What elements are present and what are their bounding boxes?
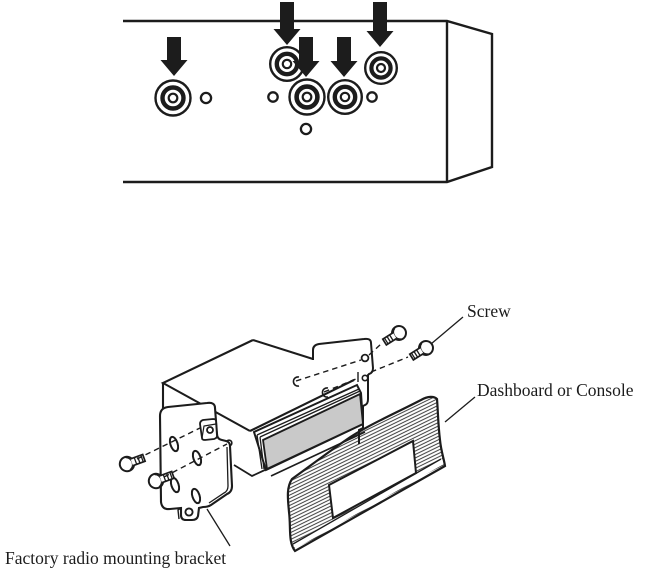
bracket-fold-line	[208, 446, 229, 504]
rear-panel-outline	[123, 19, 494, 184]
dashboard-label: Dashboard or Console	[477, 380, 634, 400]
faceplate-front	[262, 392, 364, 471]
ear-hole	[360, 353, 370, 363]
rca-jack-1	[154, 79, 192, 117]
dashboard-leader-line	[444, 396, 476, 423]
rca-jack-4	[327, 78, 364, 115]
unit-hole-mark-2	[321, 387, 329, 398]
rear-panel-diagram	[123, 2, 494, 184]
arrow-icon-5	[366, 2, 394, 47]
bracket-leader-line	[206, 508, 231, 547]
bracket-slot-2	[191, 449, 203, 467]
bezel-opening	[327, 439, 418, 520]
chassis-bottom-corner	[233, 464, 268, 478]
screw-right-2	[408, 340, 434, 362]
rca-jack-5	[364, 51, 399, 86]
bracket-slot-1	[168, 435, 180, 453]
arrow-icon-3	[292, 37, 320, 77]
alignment-dashed-lines	[136, 343, 409, 478]
screw-left-1	[118, 453, 147, 473]
factory-mounting-bracket	[158, 401, 234, 522]
bracket-slot-4	[190, 487, 202, 505]
bracket-tab	[177, 507, 194, 520]
installation-diagram: Screw Dashboard or Console Factory radio…	[5, 301, 634, 568]
panel-hole-3	[366, 91, 378, 103]
ear-hole-2	[361, 374, 369, 382]
panel-hole-2	[267, 91, 279, 103]
screw-label: Screw	[467, 301, 511, 321]
rca-jack-3	[288, 78, 326, 116]
screw-left-2	[147, 470, 176, 490]
panel-hole-1	[199, 91, 213, 105]
arrow-icon-1	[160, 37, 188, 76]
arrow-icon-4	[330, 37, 358, 77]
screw-leader-line	[430, 316, 464, 345]
arrow-icon-2	[273, 2, 301, 45]
faceplate	[252, 383, 366, 477]
bracket-clip	[199, 418, 218, 441]
bracket-label: Factory radio mounting bracket	[5, 548, 226, 568]
dashboard-bezel	[286, 395, 447, 553]
panel-hole-4	[299, 122, 313, 136]
screw-right-1	[381, 325, 407, 347]
unit-hole-mark-1	[292, 376, 300, 387]
